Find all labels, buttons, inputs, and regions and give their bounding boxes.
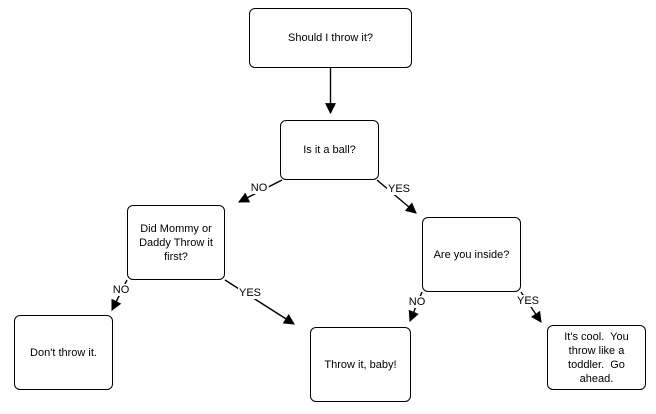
edge-label-inside-no: NO — [407, 296, 427, 308]
edge-label-mommydaddy-yes: YES — [237, 287, 263, 299]
node-start: Should I throw it? — [249, 8, 412, 68]
node-its-cool: It's cool. You throw like a toddler. Go … — [547, 325, 646, 390]
node-throw-it-baby: Throw it, baby! — [310, 327, 411, 402]
edge-isball-yes-to-inside — [376, 179, 417, 214]
node-its-cool-label: It's cool. You throw like a toddler. Go … — [564, 330, 629, 385]
edge-mommydaddy-yes-to-throwbaby — [224, 279, 295, 325]
edge-label-isball-no: NO — [249, 182, 269, 194]
edge-label-isball-yes: YES — [386, 183, 412, 195]
node-throw-it-baby-label: Throw it, baby! — [324, 358, 397, 371]
node-are-you-inside: Are you inside? — [422, 217, 521, 292]
node-dont-throw-label: Don't throw it. — [30, 346, 97, 359]
node-is-it-a-ball: Is it a ball? — [280, 120, 379, 180]
node-mommy-daddy-first-label: Did Mommy or Daddy Throw it first? — [139, 222, 213, 263]
node-is-it-a-ball-label: Is it a ball? — [303, 144, 356, 156]
node-are-you-inside-label: Are you inside? — [433, 248, 510, 261]
node-mommy-daddy-first: Did Mommy or Daddy Throw it first? — [127, 205, 225, 280]
edge-label-mommydaddy-no: NO — [111, 284, 131, 296]
node-start-label: Should I throw it? — [288, 32, 373, 44]
node-dont-throw: Don't throw it. — [14, 315, 113, 390]
edge-label-inside-yes: YES — [515, 295, 541, 307]
